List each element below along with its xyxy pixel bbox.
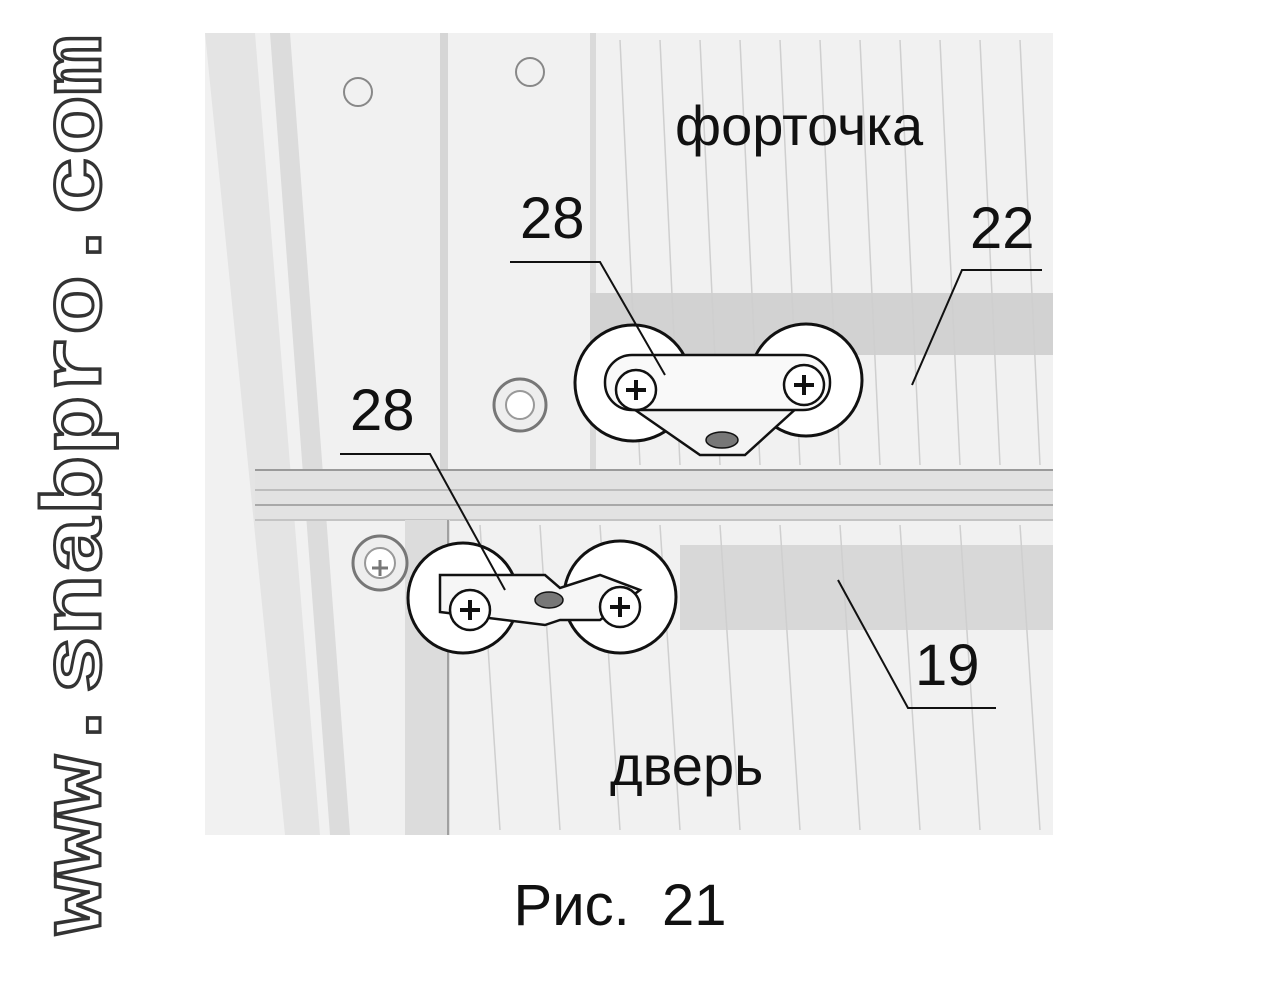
leader-lines [340, 261, 1042, 709]
watermark-text: www.snabpro.com [31, 35, 120, 935]
callout-roller-upper: 28 [520, 186, 585, 251]
upper-panel-label: форточка [675, 94, 924, 157]
frame-background [205, 33, 1053, 835]
caption-prefix: Рис. [513, 873, 630, 938]
fastener-washers [351, 377, 548, 592]
lower-panel-label: дверь [610, 734, 763, 797]
lower-roller-assembly [406, 539, 678, 655]
callout-profile-upper: 22 [970, 196, 1035, 261]
callout-profile-lower: 19 [915, 633, 980, 698]
watermark: www.snabpro.com [0, 0, 128, 977]
figure-caption: Рис. 21 [0, 872, 1240, 939]
caption-number: 21 [661, 873, 727, 938]
callout-roller-lower: 28 [350, 378, 415, 443]
